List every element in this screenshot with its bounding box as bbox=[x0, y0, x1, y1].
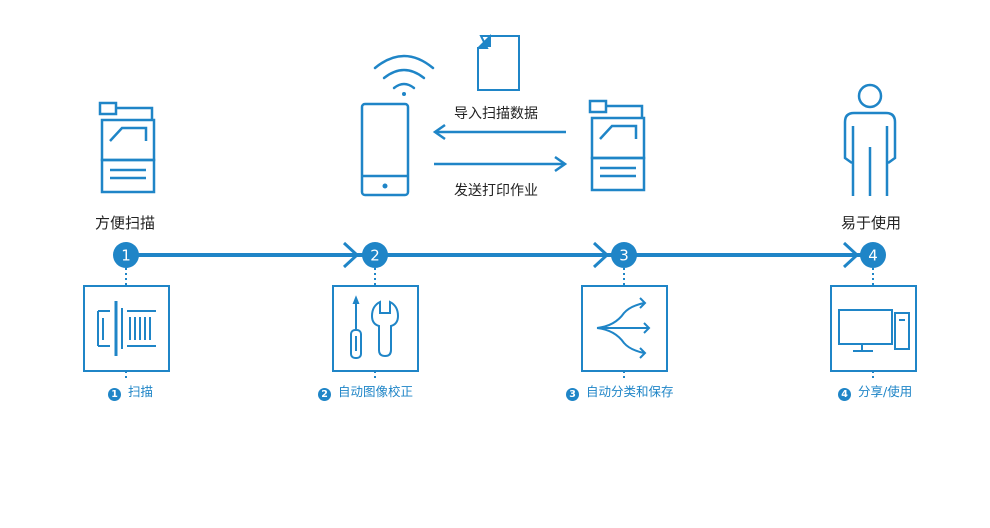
step-marker-2: 2 bbox=[362, 242, 388, 268]
step-caption-text-1: 扫描 bbox=[128, 384, 154, 399]
multifunction-printer-icon bbox=[98, 101, 156, 194]
printer-icon bbox=[588, 99, 646, 192]
step-caption-4: 4 分享/使用 bbox=[838, 381, 912, 401]
timeline bbox=[126, 241, 871, 269]
step-number-3: 3 bbox=[619, 247, 629, 265]
document-icon bbox=[477, 34, 520, 91]
step-caption-text-2: 自动图像校正 bbox=[338, 384, 414, 399]
step-caption-text-4: 分享/使用 bbox=[858, 384, 913, 399]
split-arrows-icon bbox=[596, 297, 651, 359]
step-caption-2: 2 自动图像校正 bbox=[318, 381, 413, 401]
step-caption-number-4: 4 bbox=[838, 388, 851, 401]
step-box-4 bbox=[830, 285, 917, 372]
scan-easy-label: 方便扫描 bbox=[95, 214, 156, 232]
step-box-1 bbox=[83, 285, 170, 372]
step-caption-number-3: 3 bbox=[566, 388, 579, 401]
person-icon bbox=[843, 83, 897, 196]
step-box-2 bbox=[332, 285, 419, 372]
step-number-2: 2 bbox=[370, 247, 380, 265]
barcode-icon bbox=[97, 301, 156, 356]
send-arrow bbox=[434, 155, 568, 173]
step-caption-number-2: 2 bbox=[318, 388, 331, 401]
dotted-connectors bbox=[125, 268, 874, 379]
step-marker-4: 4 bbox=[860, 242, 886, 268]
import-arrow bbox=[432, 123, 566, 141]
step-number-1: 1 bbox=[121, 247, 131, 265]
step-caption-3: 3 自动分类和保存 bbox=[566, 381, 674, 401]
step-box-3 bbox=[581, 285, 668, 372]
step-caption-1: 1 扫描 bbox=[108, 381, 153, 401]
smartphone-icon bbox=[360, 102, 410, 197]
step-caption-text-3: 自动分类和保存 bbox=[586, 384, 674, 399]
step-marker-1: 1 bbox=[113, 242, 139, 268]
computer-icon bbox=[838, 309, 910, 352]
step-marker-3: 3 bbox=[611, 242, 637, 268]
import-scan-label: 导入扫描数据 bbox=[454, 106, 538, 122]
step-caption-number-1: 1 bbox=[108, 388, 121, 401]
tools-icon bbox=[350, 295, 400, 359]
send-print-label: 发送打印作业 bbox=[454, 183, 538, 199]
step-number-4: 4 bbox=[868, 247, 878, 265]
wifi-icon bbox=[373, 54, 435, 96]
easy-use-label: 易于使用 bbox=[841, 214, 902, 232]
